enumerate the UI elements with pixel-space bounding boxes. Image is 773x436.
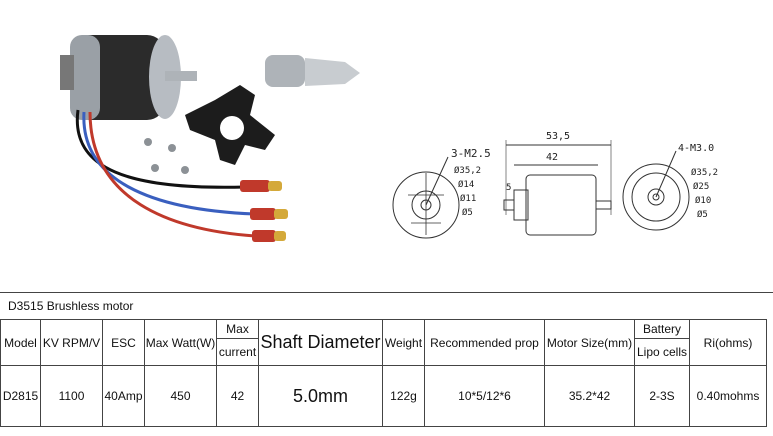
- overall-length-label: 53,5: [546, 131, 570, 142]
- header-shaft-diameter: Shaft Diameter: [258, 319, 383, 366]
- left-label-0: 3-M2.5: [451, 147, 491, 160]
- left-label-2: Ø14: [458, 179, 474, 190]
- left-label-4: Ø5: [462, 207, 473, 218]
- header-max-current-bottom: current: [216, 338, 259, 366]
- right-label-1: Ø35,2: [691, 167, 718, 178]
- cell-weight: 122g: [382, 365, 425, 427]
- table-row: D2815 1100 40Amp 450 42 5.0mm 122g 10*5/…: [0, 365, 767, 427]
- cell-max-watt: 450: [144, 365, 217, 427]
- front-view-left: [392, 156, 460, 239]
- body-length-label: 42: [546, 152, 558, 163]
- header-kv: KV RPM/V: [40, 319, 103, 366]
- screws-image: [144, 138, 189, 174]
- motor-wires: [75, 109, 256, 238]
- left-label-1: Ø35,2: [454, 165, 481, 176]
- spec-section: D3515 Brushless motor Model KV RPM/V ESC…: [0, 292, 773, 427]
- side-view: [503, 140, 612, 236]
- header-model: Model: [0, 319, 41, 366]
- header-battery-bottom: Lipo cells: [634, 338, 690, 366]
- prop-adapter-image: [265, 55, 360, 87]
- bullet-connectors: [240, 180, 288, 242]
- header-ri: Ri(ohms): [689, 319, 767, 366]
- cell-ri: 0.40mohms: [689, 365, 767, 427]
- cell-motor-size: 35.2*42: [544, 365, 635, 427]
- header-esc: ESC: [102, 319, 145, 366]
- motor-image: [60, 35, 197, 120]
- left-label-3: Ø11: [460, 193, 476, 204]
- right-label-0: 4-M3.0: [678, 143, 714, 154]
- header-battery-top: Battery: [634, 319, 690, 339]
- spec-table: Model KV RPM/V ESC Max Watt(W) Max Shaft…: [0, 319, 767, 427]
- cell-model: D2815: [0, 365, 41, 427]
- cell-recommended-prop: 10*5/12*6: [424, 365, 545, 427]
- header-max-current-top: Max: [216, 319, 259, 339]
- header-weight: Weight: [382, 319, 425, 366]
- product-photo: [60, 35, 360, 242]
- right-label-4: Ø5: [697, 209, 708, 220]
- header-max-watt: Max Watt(W): [144, 319, 217, 366]
- header-motor-size: Motor Size(mm): [544, 319, 635, 366]
- dimension-drawing: 3-M2.5 Ø35,2 Ø14 Ø11 Ø5 53,5 42 5 4-M3.0…: [392, 131, 718, 239]
- cell-shaft-diameter: 5.0mm: [258, 365, 383, 427]
- cell-kv: 1100: [40, 365, 103, 427]
- cell-battery: 2-3S: [634, 365, 690, 427]
- cell-max-current: 42: [216, 365, 259, 427]
- right-label-3: Ø10: [695, 195, 711, 206]
- product-title: D3515 Brushless motor: [0, 292, 773, 319]
- front-view-right: [622, 150, 690, 231]
- header-recommended-prop: Recommended prop: [424, 319, 545, 366]
- right-label-2: Ø25: [693, 181, 709, 192]
- shaft-label: 5: [506, 183, 511, 193]
- x-mount-image: [185, 85, 275, 165]
- cell-esc: 40Amp: [102, 365, 145, 427]
